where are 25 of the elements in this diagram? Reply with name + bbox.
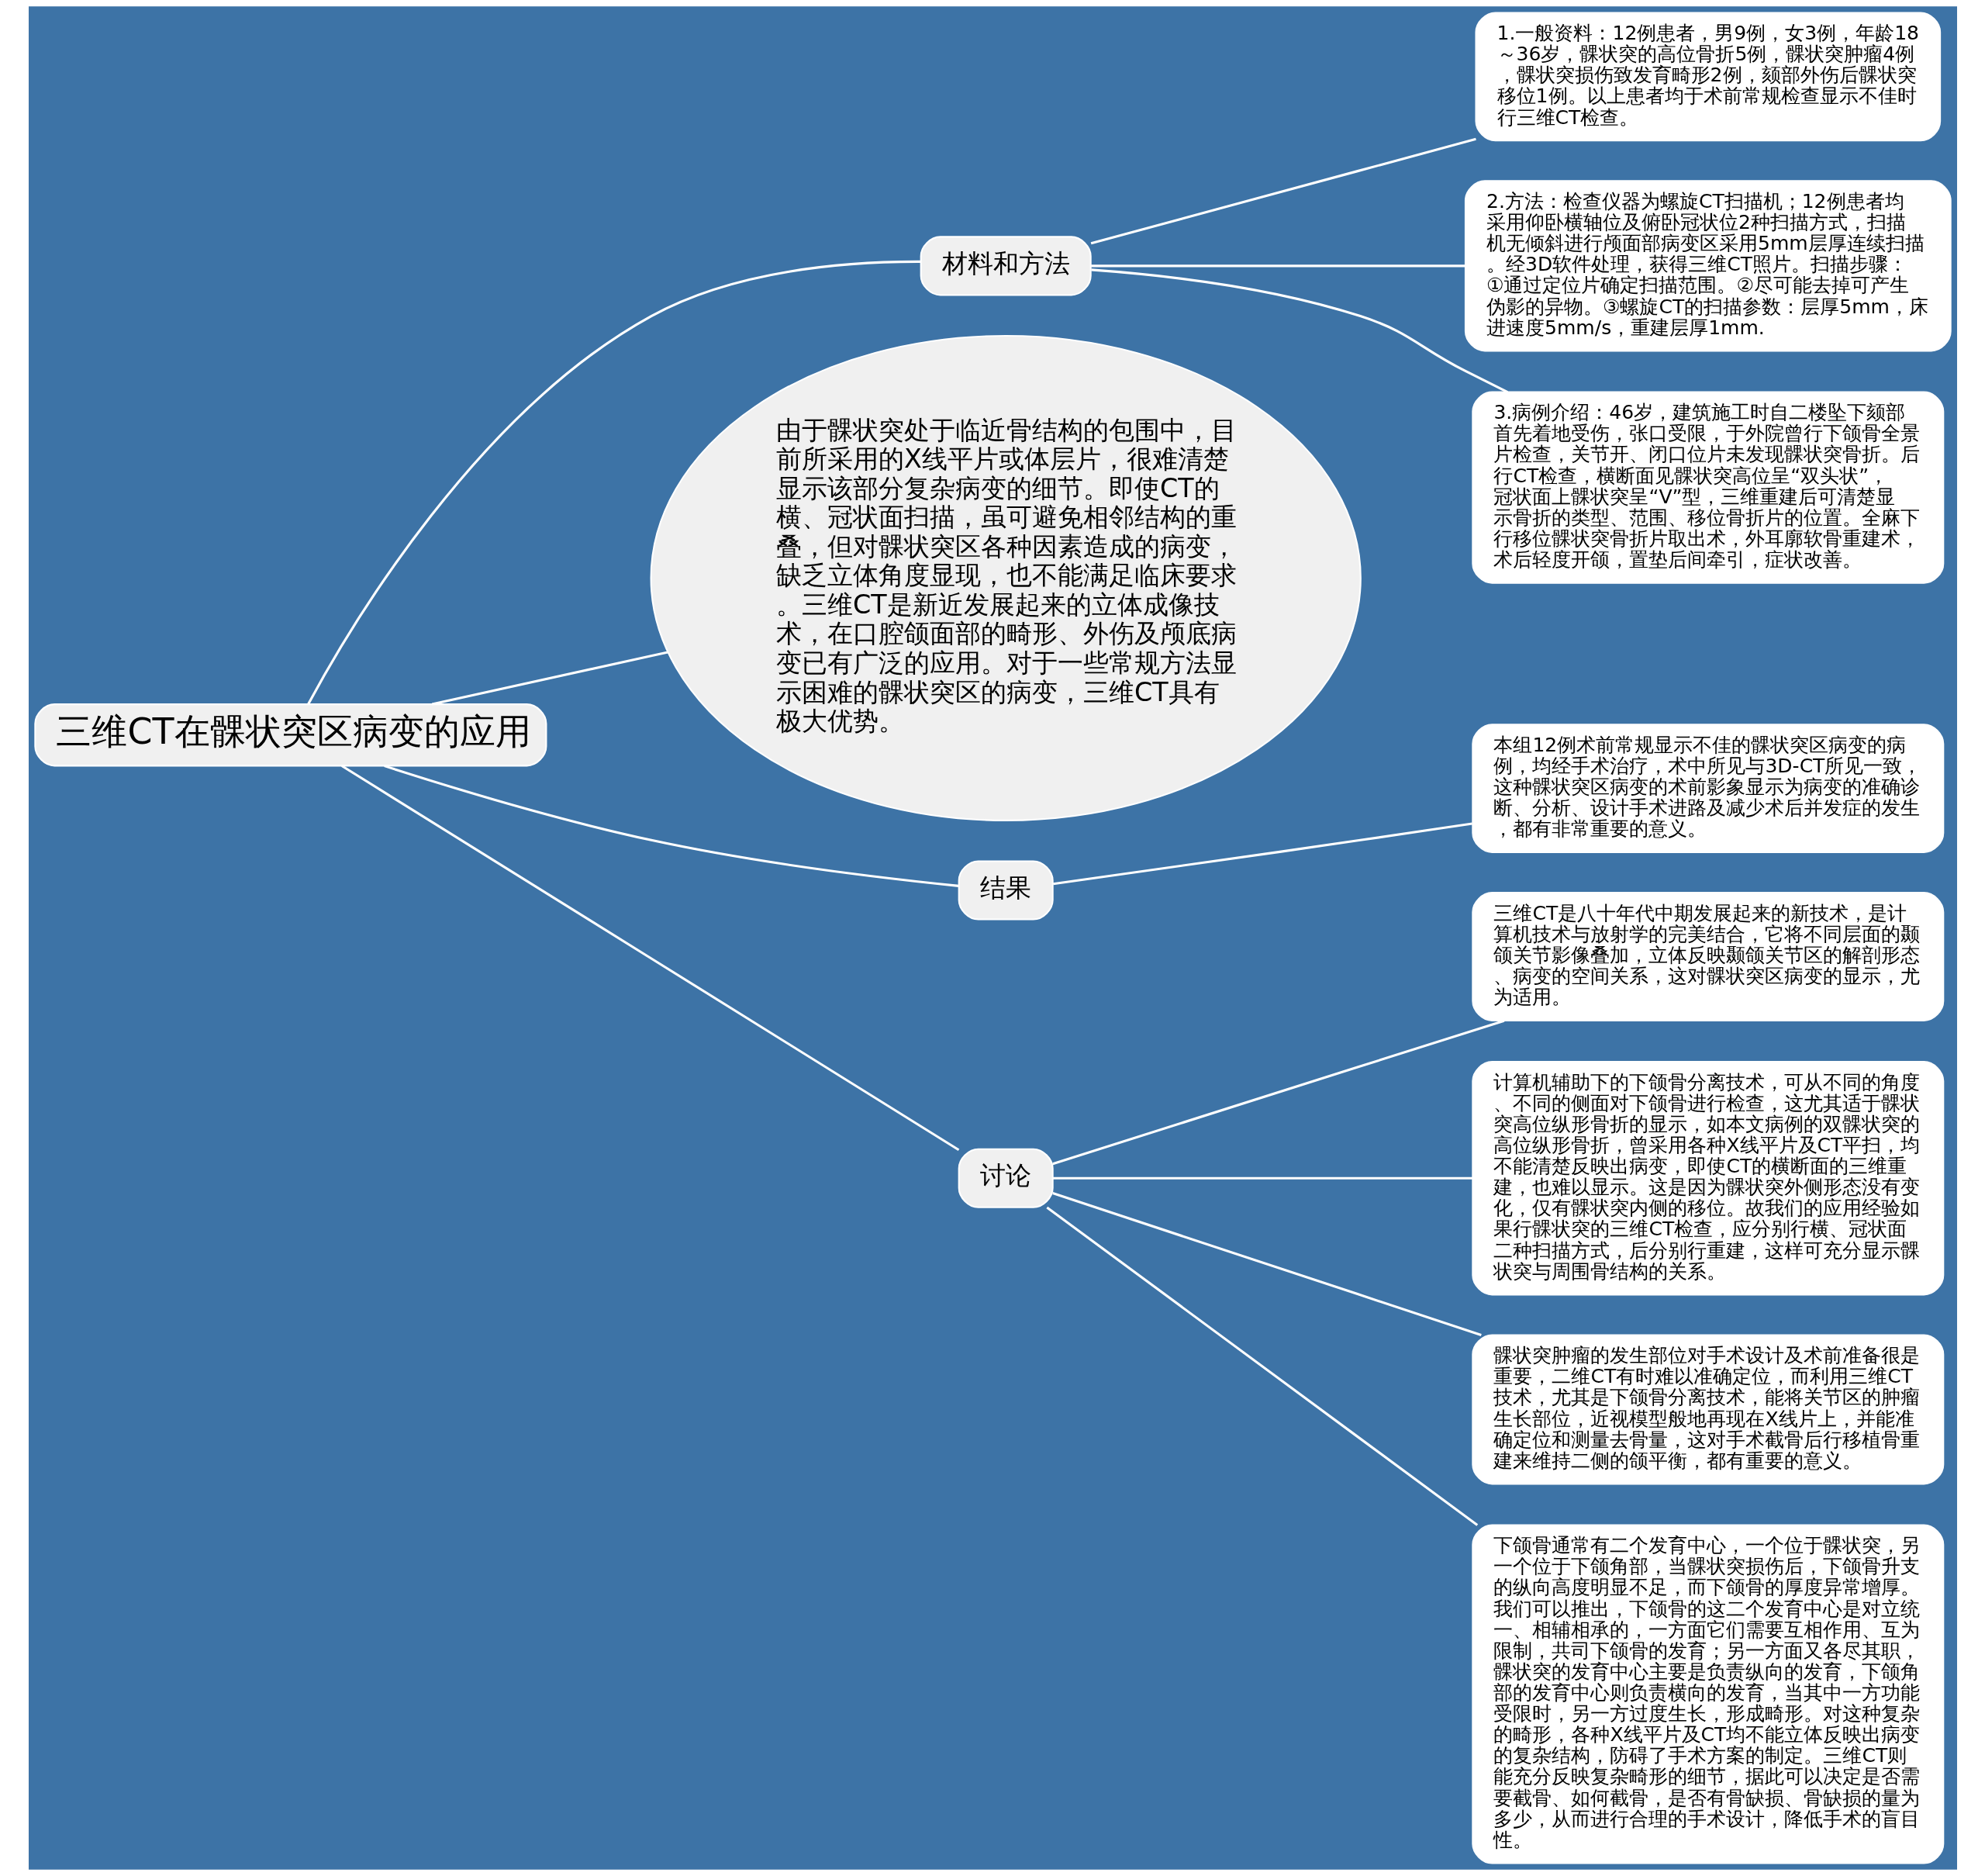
- connector: [306, 260, 920, 705]
- connector: [1090, 264, 1465, 268]
- node-box: 结果: [958, 860, 1054, 921]
- connector: [1052, 822, 1472, 886]
- connector: [340, 765, 959, 1152]
- node-box: 髁状突肿瘤的发生部位对手术设计及术前准备很是重要，二维CT有时难以准确定位，而利用三维CT技术，尤其是下颌骨分离技术，能将关节区的肿瘤生长部位，近视模型般地再现在X线片上，并能准确定位和测量去骨量，这对手术截骨后行移植骨重建来维持二侧的颌平衡，都有重要的意义。: [1471, 1334, 1944, 1485]
- node-box: 2.方法：检查仪器为螺旋CT扫描机；12例患者均采用仰卧横轴位及俯卧冠状位2种扫描方式，扫描机无倾斜进行颅面部病变区采用5mm层厚连续扫描。经3D软件处理，获得三维CT照片。扫描步骤：①通过定位片确定扫描范围。②尽可能去掉可产生伪影的异物。③螺旋CT的扫描参数：层厚5mm，床进速度5mm/s，重建层厚1mm.: [1464, 180, 1952, 352]
- node-box: 材料和方法: [920, 236, 1092, 296]
- node-box: 本组12例术前常规显示不佳的髁状突区病变的病例，均经手术治疗，术中所见与3D-CT所见一致，这种髁状突区病变的术前影象显示为病变的准确诊断、分析、设计手术进路及减少术后并发症的发生，都有非常重要的意义。: [1471, 724, 1944, 853]
- node-box: 三维CT是八十年代中期发展起来的新技术，是计算机技术与放射学的完美结合，它将不同层面的颞颌关节影像叠加，立体反映颞颌关节区的解剖形态、病变的空间关系，这对髁状突区病变的显示，尤为适用。: [1471, 892, 1944, 1021]
- node-ellipse: 由于髁状突处于临近骨结构的包围中，目前所采用的X线平片或体层片，很难清楚显示该部分复杂病变的细节。即使CT的横、冠状面扫描，虽可避免相邻结构的重叠，但对髁状突区各种因素造成的病变，缺乏立体角度显现，也不能满足临床要求。三维CT是新近发展起来的立体成像技术，在口腔颌面部的畸形、外伤及颅底病变已有广泛的应用。对于一些常规方法显示困难的髁状突区的病变，三维CT具有极大优势。: [650, 334, 1362, 821]
- connector: [431, 651, 668, 706]
- connector: [1090, 137, 1476, 245]
- connector: [1045, 1206, 1478, 1526]
- connector: [1051, 1192, 1482, 1336]
- connector: [1090, 268, 1508, 393]
- connector: [1052, 1176, 1472, 1180]
- node-box: 3.病例介绍：46岁，建筑施工时自二楼坠下颏部首先着地受伤，张口受限，于外院曾行下颌骨全景片检查，关节开、闭口位片未发现髁状突骨折。后行CT检查，横断面见髁状突高位呈“双头状”，冠状面上髁状突呈“V”型，三维重建后可清楚显示骨折的类型、范围、移位骨折片的位置。全麻下行移位髁状突骨折片取出术，外耳廓软骨重建术，术后轻度开颌，置垫后间牵引，症状改善。: [1471, 391, 1944, 584]
- connector: [1051, 1019, 1504, 1166]
- node-box: 讨论: [958, 1148, 1054, 1208]
- node-box: 计算机辅助下的下颌骨分离技术，可从不同的角度、不同的侧面对下颌骨进行检查，这尤其适于髁状突高位纵形骨折的显示，如本文病例的双髁状突的高位纵形骨折，曾采用各种X线平片及CT平扫，均不能清楚反映出病变，即使CT的横断面的三维重建，也难以显示。这是因为髁状突外侧形态没有变化，仅有髁状突内侧的移位。故我们的应用经验如果行髁状突的三维CT检查，应分别行横、冠状面二种扫描方式，后分别行重建，这样可充分显示髁状突与周围骨结构的关系。: [1471, 1061, 1944, 1296]
- node-box: 1.一般资料：12例患者，男9例，女3例，年龄18～36岁，髁状突的高位骨折5例，髁状突肿瘤4例，髁状突损伤致发育畸形2例，颏部外伤后髁状突移位1例。以上患者均于术前常规检查显示不佳时行三维CT检查。: [1474, 12, 1941, 142]
- node-box: 下颌骨通常有二个发育中心，一个位于髁状突，另一个位于下颌角部，当髁状突损伤后，下颌骨升支的纵向高度明显不足，而下颌骨的厚度异常增厚。我们可以推出，下颌骨的这二个发育中心是对立统一、相辅相承的，一方面它们需要互相作用、互为限制，共司下颌骨的发育；另一方面又各尽其职，髁状突的发育中心主要是负责纵向的发育，下颌角部的发育中心则负责横向的发育，当其中一方功能受限时，另一方过度生长，形成畸形。对这种复杂的畸形，各种X线平片及CT均不能立体反映出病变的复杂结构，防碍了手术方案的制定。三维CT则能充分反映复杂畸形的细节，据此可以决定是否需要截骨、如何截骨，是否有骨缺损、骨缺损的量为多少，从而进行合理的手术设计，降低手术的盲目性。: [1471, 1524, 1944, 1864]
- node-box: 三维CT在髁状突区病变的应用: [33, 703, 547, 767]
- connector: [383, 765, 959, 887]
